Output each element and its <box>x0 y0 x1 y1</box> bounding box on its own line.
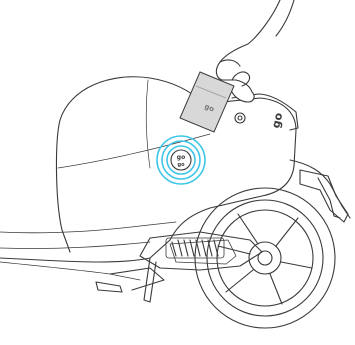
hand-with-card-icon: go <box>180 0 294 132</box>
brand-logo: go <box>269 111 285 129</box>
rear-rim <box>217 210 313 306</box>
seat-highlight <box>146 80 150 168</box>
arm <box>276 0 294 36</box>
footpeg <box>96 282 122 292</box>
skirt-line-2 <box>0 242 150 249</box>
skirt-line-1 <box>0 222 176 233</box>
nfc-reader-label-1: go <box>177 154 185 161</box>
rear-bolt <box>235 113 245 123</box>
rear-hub <box>249 242 281 274</box>
rear-tire-inner <box>207 200 323 316</box>
rear-fender <box>290 160 350 218</box>
rear-bolt-inner <box>238 116 242 120</box>
nfc-reader-label-2: go <box>177 162 185 168</box>
skirt-line-3 <box>0 262 140 280</box>
fender-bracket <box>300 170 348 222</box>
